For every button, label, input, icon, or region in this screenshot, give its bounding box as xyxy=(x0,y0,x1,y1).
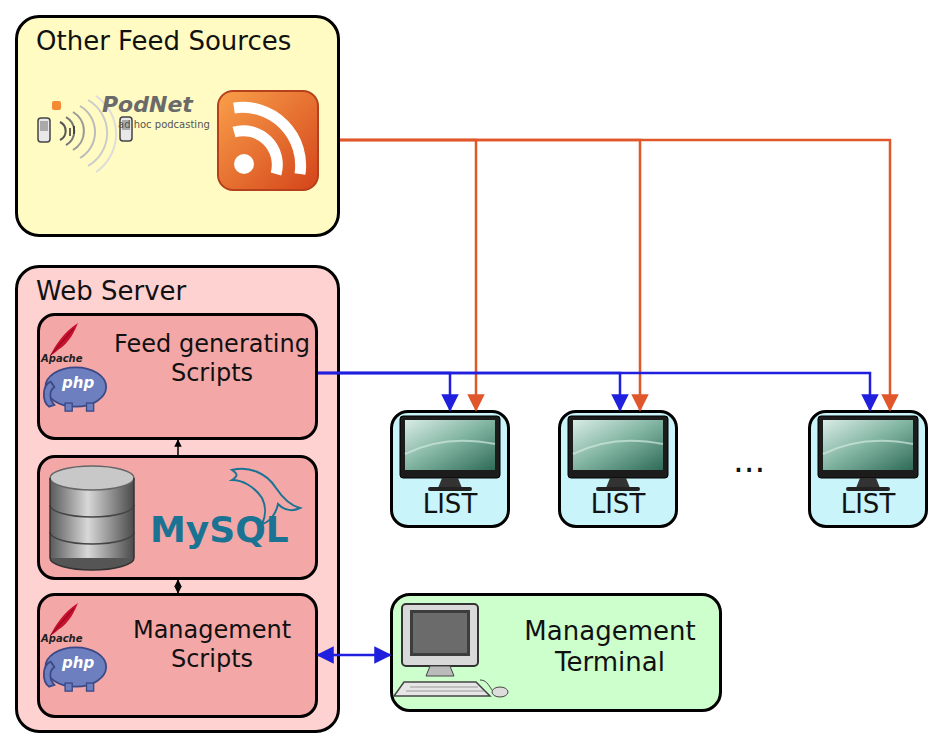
connector-arrow xyxy=(318,373,620,410)
node-text: Feed generating Scripts xyxy=(108,330,316,388)
apache-feather xyxy=(50,323,78,356)
monitor-icon xyxy=(818,416,918,491)
node-box: LIST xyxy=(558,410,678,528)
logo-text: Apache xyxy=(41,633,82,644)
node-text: MySQL xyxy=(150,508,310,551)
node-box: LIST xyxy=(808,410,928,528)
connector-arrow xyxy=(177,440,179,455)
connector-arrow xyxy=(318,373,450,410)
monitor-icon xyxy=(568,416,668,491)
php-elephant xyxy=(44,367,106,411)
connector-arrow xyxy=(318,373,870,410)
connector-arrow xyxy=(340,140,476,410)
database-icon xyxy=(50,466,134,570)
logo-text: ad hoc podcasting xyxy=(118,119,210,130)
php-elephant xyxy=(44,647,106,691)
connector-arrow xyxy=(340,140,890,410)
node-text: LIST xyxy=(390,489,510,520)
node-box: Management Terminal xyxy=(390,593,722,712)
node-text: Web Server xyxy=(36,276,316,307)
connector-arrow xyxy=(177,580,179,593)
computer-icon xyxy=(394,604,508,697)
mysql-dolphin xyxy=(232,469,300,524)
logo-text: php xyxy=(62,374,94,392)
logo-text: PodNet xyxy=(102,92,193,117)
podnet-logo xyxy=(38,96,132,172)
monitor-icon xyxy=(400,416,500,491)
logo-text: php xyxy=(62,654,94,672)
logo-text: Apache xyxy=(41,353,82,364)
node-text: Management Scripts xyxy=(108,616,316,674)
node-box: LIST xyxy=(390,410,510,528)
logo-text: ... xyxy=(733,440,765,480)
rss-icon xyxy=(218,91,318,190)
node-text: LIST xyxy=(808,489,928,520)
node-text: Other Feed Sources xyxy=(36,26,336,57)
node-box: MySQL xyxy=(37,455,318,580)
connector-arrow xyxy=(340,140,640,410)
node-text: Management Terminal xyxy=(505,616,715,678)
apache-feather xyxy=(50,603,78,636)
connector-arrow xyxy=(318,654,390,657)
node-text: LIST xyxy=(558,489,678,520)
